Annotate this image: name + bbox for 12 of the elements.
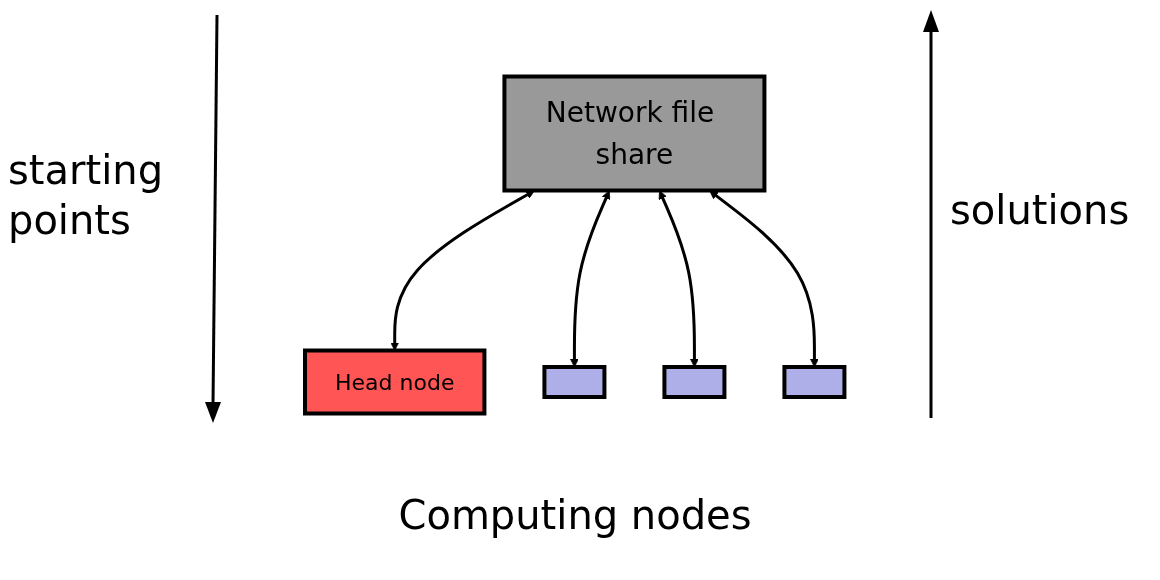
- arrow: [709, 190, 820, 368]
- node-box: Network file share: [502, 74, 767, 193]
- arrow: [390, 190, 535, 351]
- group-label: Computing nodes: [398, 491, 752, 540]
- node-box: [782, 365, 847, 399]
- side-label: solutions: [950, 186, 1130, 235]
- side-label: starting points: [8, 146, 165, 245]
- node-box: [542, 365, 607, 399]
- arrow: [570, 190, 611, 368]
- arrow: [658, 190, 700, 368]
- node-box: [662, 365, 727, 399]
- node-box: Head node: [303, 348, 487, 416]
